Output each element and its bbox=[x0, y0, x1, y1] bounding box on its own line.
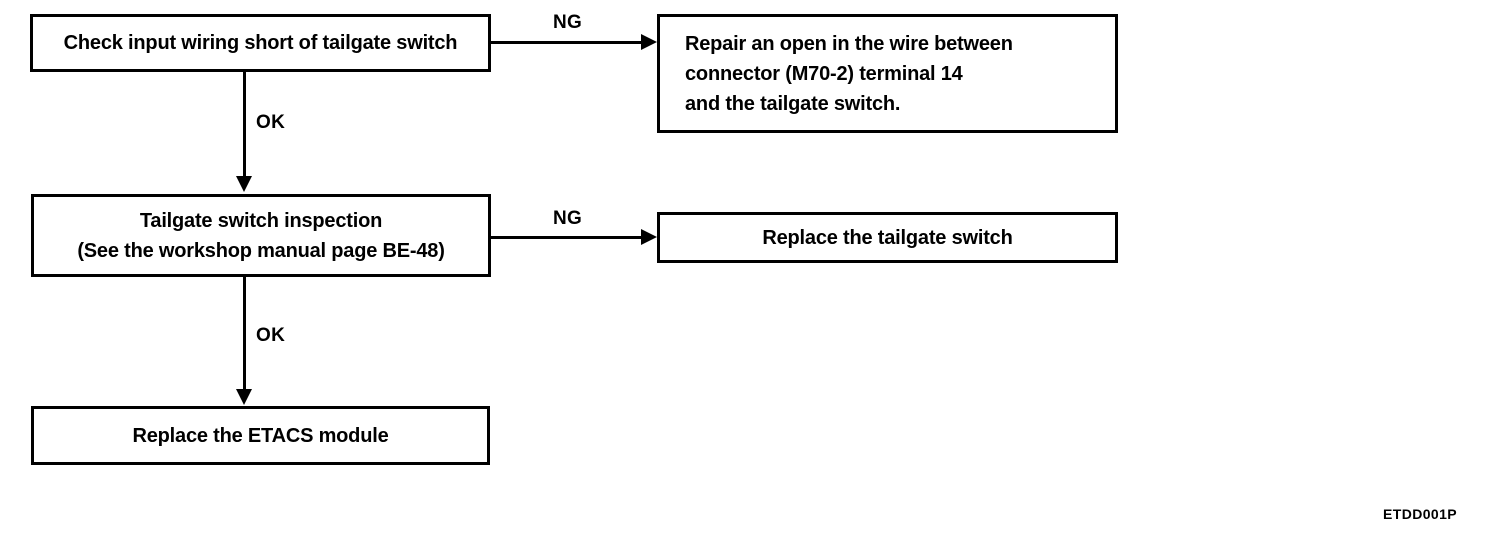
edge-label-ok-2: OK bbox=[256, 325, 286, 346]
node-tailgate-switch-inspection-line-2: (See the workshop manual page BE-48) bbox=[77, 239, 445, 262]
connector-ng-2-line bbox=[491, 236, 641, 239]
arrow-right-icon-ng-2 bbox=[641, 229, 657, 245]
node-tailgate-switch-inspection: Tailgate switch inspection (See the work… bbox=[31, 194, 491, 277]
arrow-right-icon-ng-1 bbox=[641, 34, 657, 50]
edge-label-ok-1: OK bbox=[256, 112, 286, 133]
connector-ok-1-line bbox=[243, 72, 246, 176]
arrow-down-icon-ok-1 bbox=[236, 176, 252, 192]
node-repair-open-wire-line-3: and the tailgate switch. bbox=[685, 92, 901, 115]
node-replace-tailgate-switch: Replace the tailgate switch bbox=[657, 212, 1118, 263]
connector-ng-1-line bbox=[491, 41, 641, 44]
edge-label-ng-2: NG bbox=[553, 208, 583, 229]
node-repair-open-wire: Repair an open in the wire between conne… bbox=[657, 14, 1118, 133]
node-replace-tailgate-switch-line-1: Replace the tailgate switch bbox=[762, 226, 1013, 249]
connector-ok-2-line bbox=[243, 277, 246, 389]
node-check-input-wiring-short: Check input wiring short of tailgate swi… bbox=[30, 14, 491, 72]
node-replace-etacs-module-line-1: Replace the ETACS module bbox=[132, 424, 389, 447]
node-repair-open-wire-line-2: connector (M70-2) terminal 14 bbox=[685, 62, 963, 85]
edge-label-ng-1: NG bbox=[553, 12, 583, 33]
arrow-down-icon-ok-2 bbox=[236, 389, 252, 405]
node-replace-etacs-module: Replace the ETACS module bbox=[31, 406, 490, 465]
node-tailgate-switch-inspection-line-1: Tailgate switch inspection bbox=[139, 209, 383, 232]
node-check-input-wiring-short-line-1: Check input wiring short of tailgate swi… bbox=[63, 32, 458, 54]
node-repair-open-wire-line-1: Repair an open in the wire between bbox=[685, 32, 1013, 55]
figure-reference-code: ETDD001P bbox=[1383, 506, 1458, 522]
